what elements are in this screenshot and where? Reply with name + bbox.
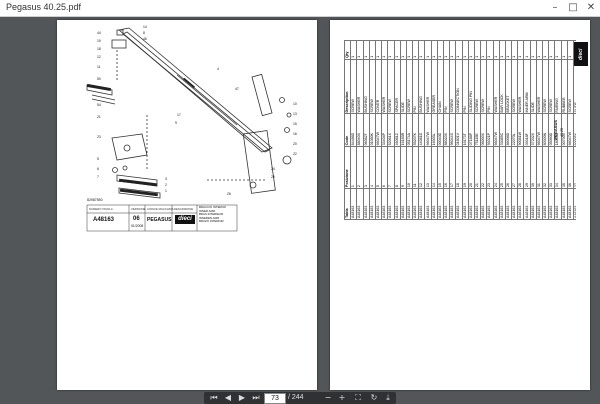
parts-brand-logo: dieci xyxy=(574,42,588,66)
page-number-input[interactable]: 73 xyxy=(264,393,286,404)
part-title-line: BRAS INTERIEUR xyxy=(199,212,224,217)
svg-text:11: 11 xyxy=(97,65,101,69)
first-page-icon[interactable]: ⏮ xyxy=(210,393,218,402)
cell-table: A48163 xyxy=(573,188,576,220)
svg-text:50: 50 xyxy=(97,77,101,81)
part-title: BRACCIO INTERNO INNER ARM BRAS INTERIEUR… xyxy=(199,205,226,224)
svg-text:23: 23 xyxy=(97,135,101,139)
svg-text:20: 20 xyxy=(293,142,297,146)
cell-code: 60005X xyxy=(573,113,576,147)
svg-text:46: 46 xyxy=(143,37,147,41)
svg-text:10: 10 xyxy=(293,102,297,106)
svg-text:12: 12 xyxy=(97,55,101,59)
svg-text:54: 54 xyxy=(97,103,101,107)
parts-table-rotated: Tabla Posizione Code Description Qty A48… xyxy=(344,40,576,220)
svg-text:4: 4 xyxy=(217,67,219,71)
svg-text:44: 44 xyxy=(97,31,101,35)
label-version: VERSIONE xyxy=(131,207,146,211)
zoom-out-icon[interactable]: − xyxy=(324,393,332,402)
table-code: A48163 xyxy=(93,217,115,223)
svg-text:24: 24 xyxy=(271,167,275,171)
last-page-icon[interactable]: ⏭ xyxy=(252,393,260,402)
svg-text:16: 16 xyxy=(293,132,297,136)
svg-text:2: 2 xyxy=(165,183,167,187)
table-row: A481633760005XSLIDE1 xyxy=(573,40,576,220)
page-navigation-bar: ⏮ ◀ ▶ ⏭ 73 / 244 − + ⛶ ↻ ⤓ xyxy=(204,392,396,404)
label-table-number: NUMERO TAVOLA xyxy=(89,207,113,211)
svg-text:25: 25 xyxy=(271,175,275,179)
svg-text:1: 1 xyxy=(165,189,167,193)
close-icon[interactable]: ✕ xyxy=(586,2,596,13)
svg-text:18: 18 xyxy=(97,47,101,51)
next-page-icon[interactable]: ▶ xyxy=(238,393,246,402)
download-icon[interactable]: ⤓ xyxy=(386,393,390,402)
parts-table-wrap: Tabla Posizione Code Description Qty A48… xyxy=(344,40,576,220)
rotate-icon[interactable]: ↻ xyxy=(370,393,378,402)
window-titlebar: Pegasus 40.25.pdf – □ ✕ xyxy=(0,0,600,17)
machine-model: PEGASUS xyxy=(147,217,172,223)
label-machine-code: CODICE MACCHINA xyxy=(147,207,174,211)
svg-text:13: 13 xyxy=(293,112,297,116)
svg-text:17: 17 xyxy=(177,113,181,117)
prev-page-icon[interactable]: ◀ xyxy=(224,393,232,402)
maximize-icon[interactable]: □ xyxy=(568,2,578,13)
version-number: 06 xyxy=(133,216,140,222)
cell-position: 37 xyxy=(573,146,576,189)
version-date: 01/2008 xyxy=(131,224,144,228)
svg-text:3: 3 xyxy=(165,177,167,181)
label-description: DESCRIZIONE xyxy=(174,207,194,211)
cell-description: SLIDE xyxy=(573,59,576,114)
svg-text:19: 19 xyxy=(97,39,101,43)
minimize-icon[interactable]: – xyxy=(552,2,558,13)
svg-text:14: 14 xyxy=(143,25,147,29)
svg-text:6: 6 xyxy=(97,167,99,171)
svg-text:21: 21 xyxy=(97,115,101,119)
part-title-line: BRACCIO INTERNO xyxy=(199,205,226,209)
svg-text:5: 5 xyxy=(97,157,99,161)
svg-text:7: 7 xyxy=(97,175,99,179)
fit-page-icon[interactable]: ⛶ xyxy=(355,393,361,402)
part-title-line: BRAZO INTERIOR xyxy=(199,219,224,224)
svg-text:15: 15 xyxy=(293,122,297,126)
page-total: / 244 xyxy=(288,394,304,401)
svg-text:9: 9 xyxy=(175,121,177,125)
parts-model-sub: 40.25 xyxy=(560,128,564,137)
sheet-ref: 82987550 xyxy=(87,198,103,202)
part-title-line: INNEREN ARM xyxy=(199,215,220,220)
pdf-page-parts-list: Tabla Posizione Code Description Qty A48… xyxy=(330,20,590,390)
parts-model: PEGASUS xyxy=(553,120,558,140)
zoom-in-icon[interactable]: + xyxy=(338,393,346,402)
svg-text:22: 22 xyxy=(293,152,297,156)
window-title: Pegasus 40.25.pdf xyxy=(6,2,82,12)
parts-table: Tabla Posizione Code Description Qty A48… xyxy=(344,40,576,220)
svg-text:47: 47 xyxy=(235,87,239,91)
svg-text:26: 26 xyxy=(227,192,231,196)
brand-logo: dieci xyxy=(175,215,195,224)
part-title-line: INNER ARM xyxy=(199,208,216,213)
svg-text:8: 8 xyxy=(143,31,145,35)
